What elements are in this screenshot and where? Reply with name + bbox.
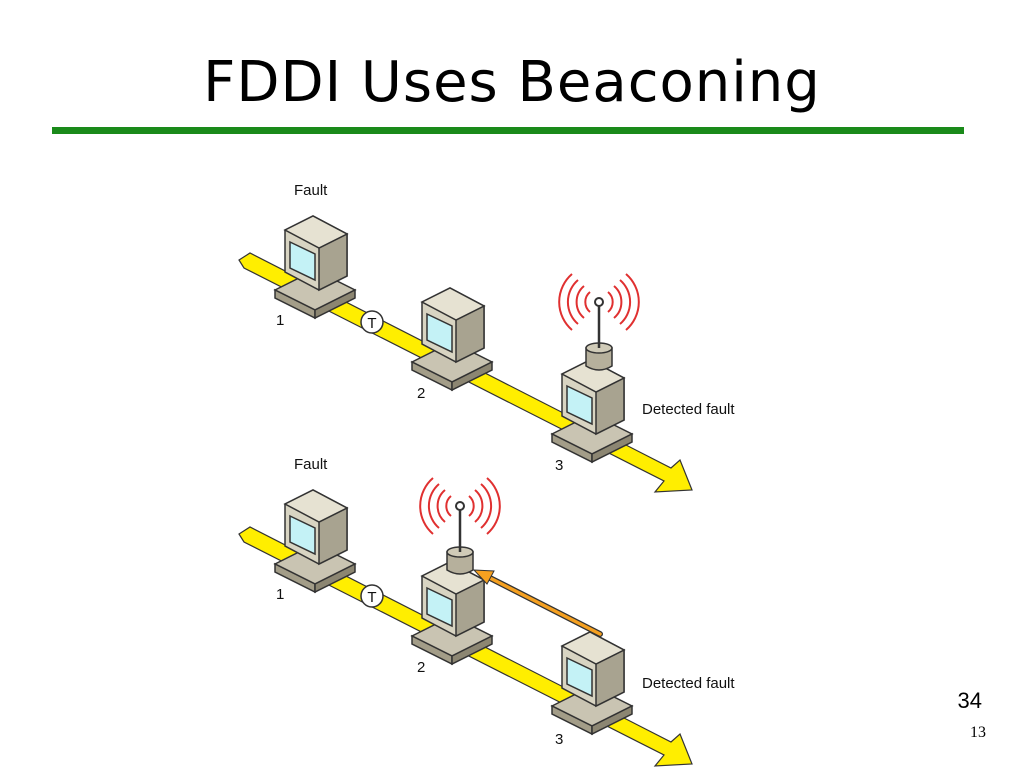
computer-node-1-bottom bbox=[274, 489, 356, 593]
beacon-antenna-icon-bottom bbox=[418, 476, 502, 576]
computer-node-1-top bbox=[274, 215, 356, 319]
node-label-3-bottom: 3 bbox=[555, 731, 563, 748]
title-underline bbox=[52, 127, 964, 134]
svg-text:T: T bbox=[367, 589, 376, 606]
node-label-1-bottom: 1 bbox=[276, 586, 284, 603]
computer-node-2-top bbox=[411, 287, 493, 391]
computer-node-3-top bbox=[551, 359, 633, 463]
detected-fault-label-bottom: Detected fault bbox=[642, 675, 735, 692]
node-label-2-bottom: 2 bbox=[417, 659, 425, 676]
node-label-1-top: 1 bbox=[276, 312, 284, 329]
scenario-top: T Fault Detected fault 1 2 3 bbox=[238, 182, 735, 493]
token-icon-bottom: T bbox=[360, 584, 384, 608]
slide-number: 34 bbox=[957, 688, 982, 713]
beacon-antenna-icon-top bbox=[557, 272, 641, 372]
computer-node-2-bottom bbox=[411, 561, 493, 665]
svg-text:T: T bbox=[367, 315, 376, 332]
node-label-3-top: 3 bbox=[555, 457, 563, 474]
node-label-2-top: 2 bbox=[417, 385, 425, 402]
detected-fault-label-top: Detected fault bbox=[642, 401, 735, 418]
slide-title: FDDI Uses Beaconing bbox=[203, 50, 821, 115]
scenario-bottom: T Fault Detected fault 1 2 3 bbox=[238, 456, 735, 767]
fault-label-bottom: Fault bbox=[294, 456, 328, 473]
page-number: 13 bbox=[970, 724, 986, 741]
fault-label-top: Fault bbox=[294, 182, 328, 199]
beacon-signal-arrow bbox=[472, 569, 603, 637]
token-icon-top: T bbox=[360, 310, 384, 334]
computer-node-3-bottom bbox=[551, 631, 633, 735]
